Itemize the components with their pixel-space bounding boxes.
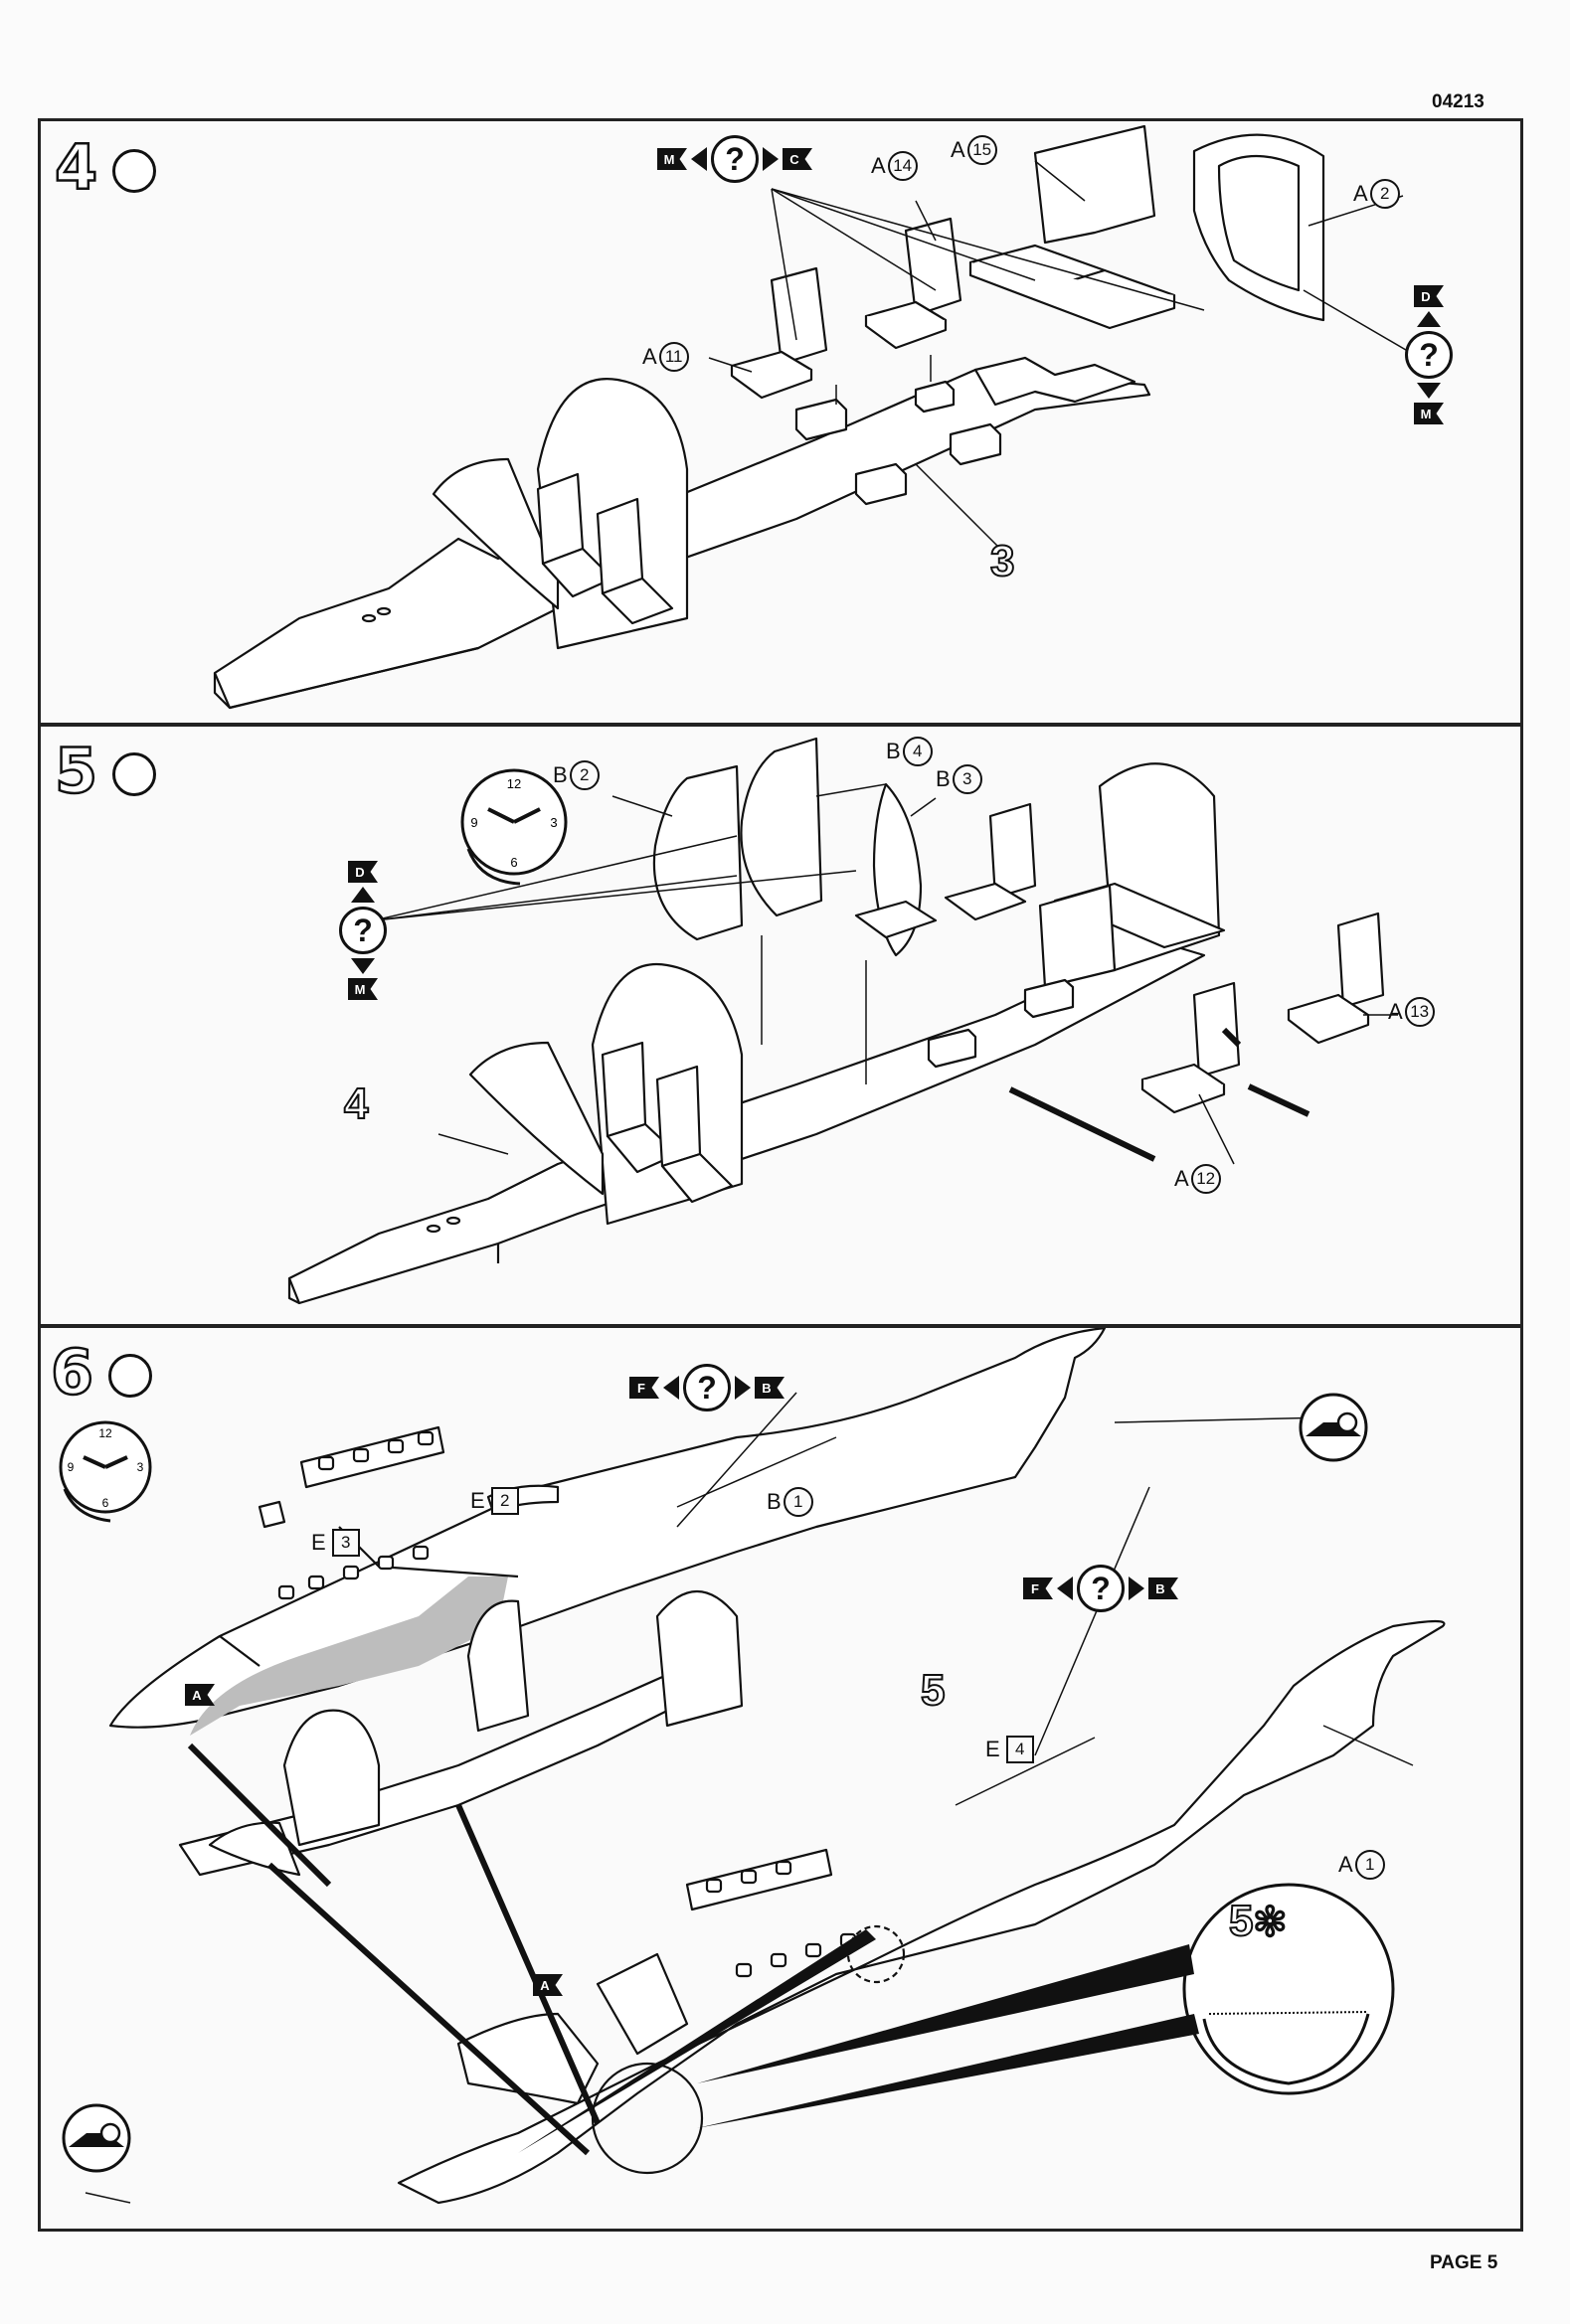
part-label: A [185,1684,215,1706]
arrow-left-icon [1057,1577,1073,1600]
option-left-tag: F [629,1377,659,1399]
clock-6: 6 [510,855,517,870]
leader-lines [85,1392,1414,2204]
glue-icon [108,1354,152,1398]
step-5-number: 5 [54,734,99,809]
seat-a13 [1287,912,1385,1045]
fuselage-half-a1 [397,1619,1446,2205]
subassembly-ref: 5 [920,1665,947,1716]
option-top-tag: D [1414,285,1444,307]
arrow-right-icon [1129,1577,1144,1600]
clock-9: 9 [68,1460,75,1474]
option-left-tag: M [657,148,687,170]
option-bottom-tag: M [1414,403,1444,424]
leader-lines [373,783,1398,1165]
cockpit-seat-left [536,472,614,598]
arrow-up-icon [351,887,375,903]
panel-b4 [740,737,823,917]
clock-icon: 12 3 6 9 [460,768,568,886]
option-selector-4: M ? C [657,135,812,183]
page-number: PAGE 5 [1430,2252,1498,2273]
clock-12: 12 [507,776,521,791]
step-4-number: 4 [54,130,99,206]
window-strip-e3 [258,1500,286,1529]
kit-number: 04213 [1432,91,1484,112]
clock-9: 9 [470,815,477,830]
question-icon: ? [339,907,387,954]
option-right-tag: B [755,1377,785,1399]
option-selector-6a: F ? B [629,1364,785,1411]
fuselage-half-b1 [108,1328,1107,1729]
step-5-drawing [287,737,1398,1305]
question-icon: ? [1405,331,1453,379]
clock-6: 6 [102,1496,109,1510]
clock-3: 3 [137,1460,144,1474]
arrow-right-icon [763,147,779,171]
arrow-down-icon [1417,383,1441,399]
glue-icon [112,752,156,796]
clock-icon: 12 3 6 9 [59,1420,152,1523]
question-icon: ? [711,135,759,183]
window-strip-e2 [299,1425,445,1489]
step-4-drawing [213,124,1424,710]
seat-a14 [864,217,962,350]
seat-a11 [730,266,828,400]
option-selector-6b: F ? B [1023,1565,1178,1612]
bulkhead-a2 [1192,133,1325,322]
clock-12: 12 [98,1426,112,1440]
cockpit-seat-right [596,497,674,625]
step-6-number: 6 [50,1335,95,1411]
seat-cabin-1 [944,802,1037,921]
question-icon: ? [1077,1565,1125,1612]
arrow-up-icon [1417,311,1441,327]
interior-shading [190,1577,508,1736]
part-label: A [533,1974,563,1996]
arrow-left-icon [663,1376,679,1400]
subassembly-ref: 4 [343,1079,370,1129]
detail-view-icon [62,2103,131,2173]
arrow-down-icon [351,958,375,974]
seat-a15 [968,124,1176,330]
glue-icon [112,149,156,193]
option-selector-5: D ? M [339,861,387,1000]
option-bottom-tag: M [348,978,378,1000]
step-6-drawing [85,1328,1446,2205]
leader-lines [708,160,1424,550]
seat-a12 [1140,981,1241,1114]
option-top-tag: D [348,861,378,883]
subassembly-ref: 3 [989,536,1016,586]
option-right-tag: C [783,148,812,170]
option-left-tag: F [1023,1577,1053,1599]
panel-b2 [652,764,744,941]
detail-ref: 5✻ [1228,1896,1288,1946]
option-right-tag: B [1148,1577,1178,1599]
question-icon: ? [683,1364,731,1411]
clock-3: 3 [550,815,557,830]
arrow-right-icon [735,1376,751,1400]
arrow-left-icon [691,147,707,171]
detail-view-icon [1299,1393,1368,1462]
option-selector-4-vertical: D ? M [1405,285,1453,424]
